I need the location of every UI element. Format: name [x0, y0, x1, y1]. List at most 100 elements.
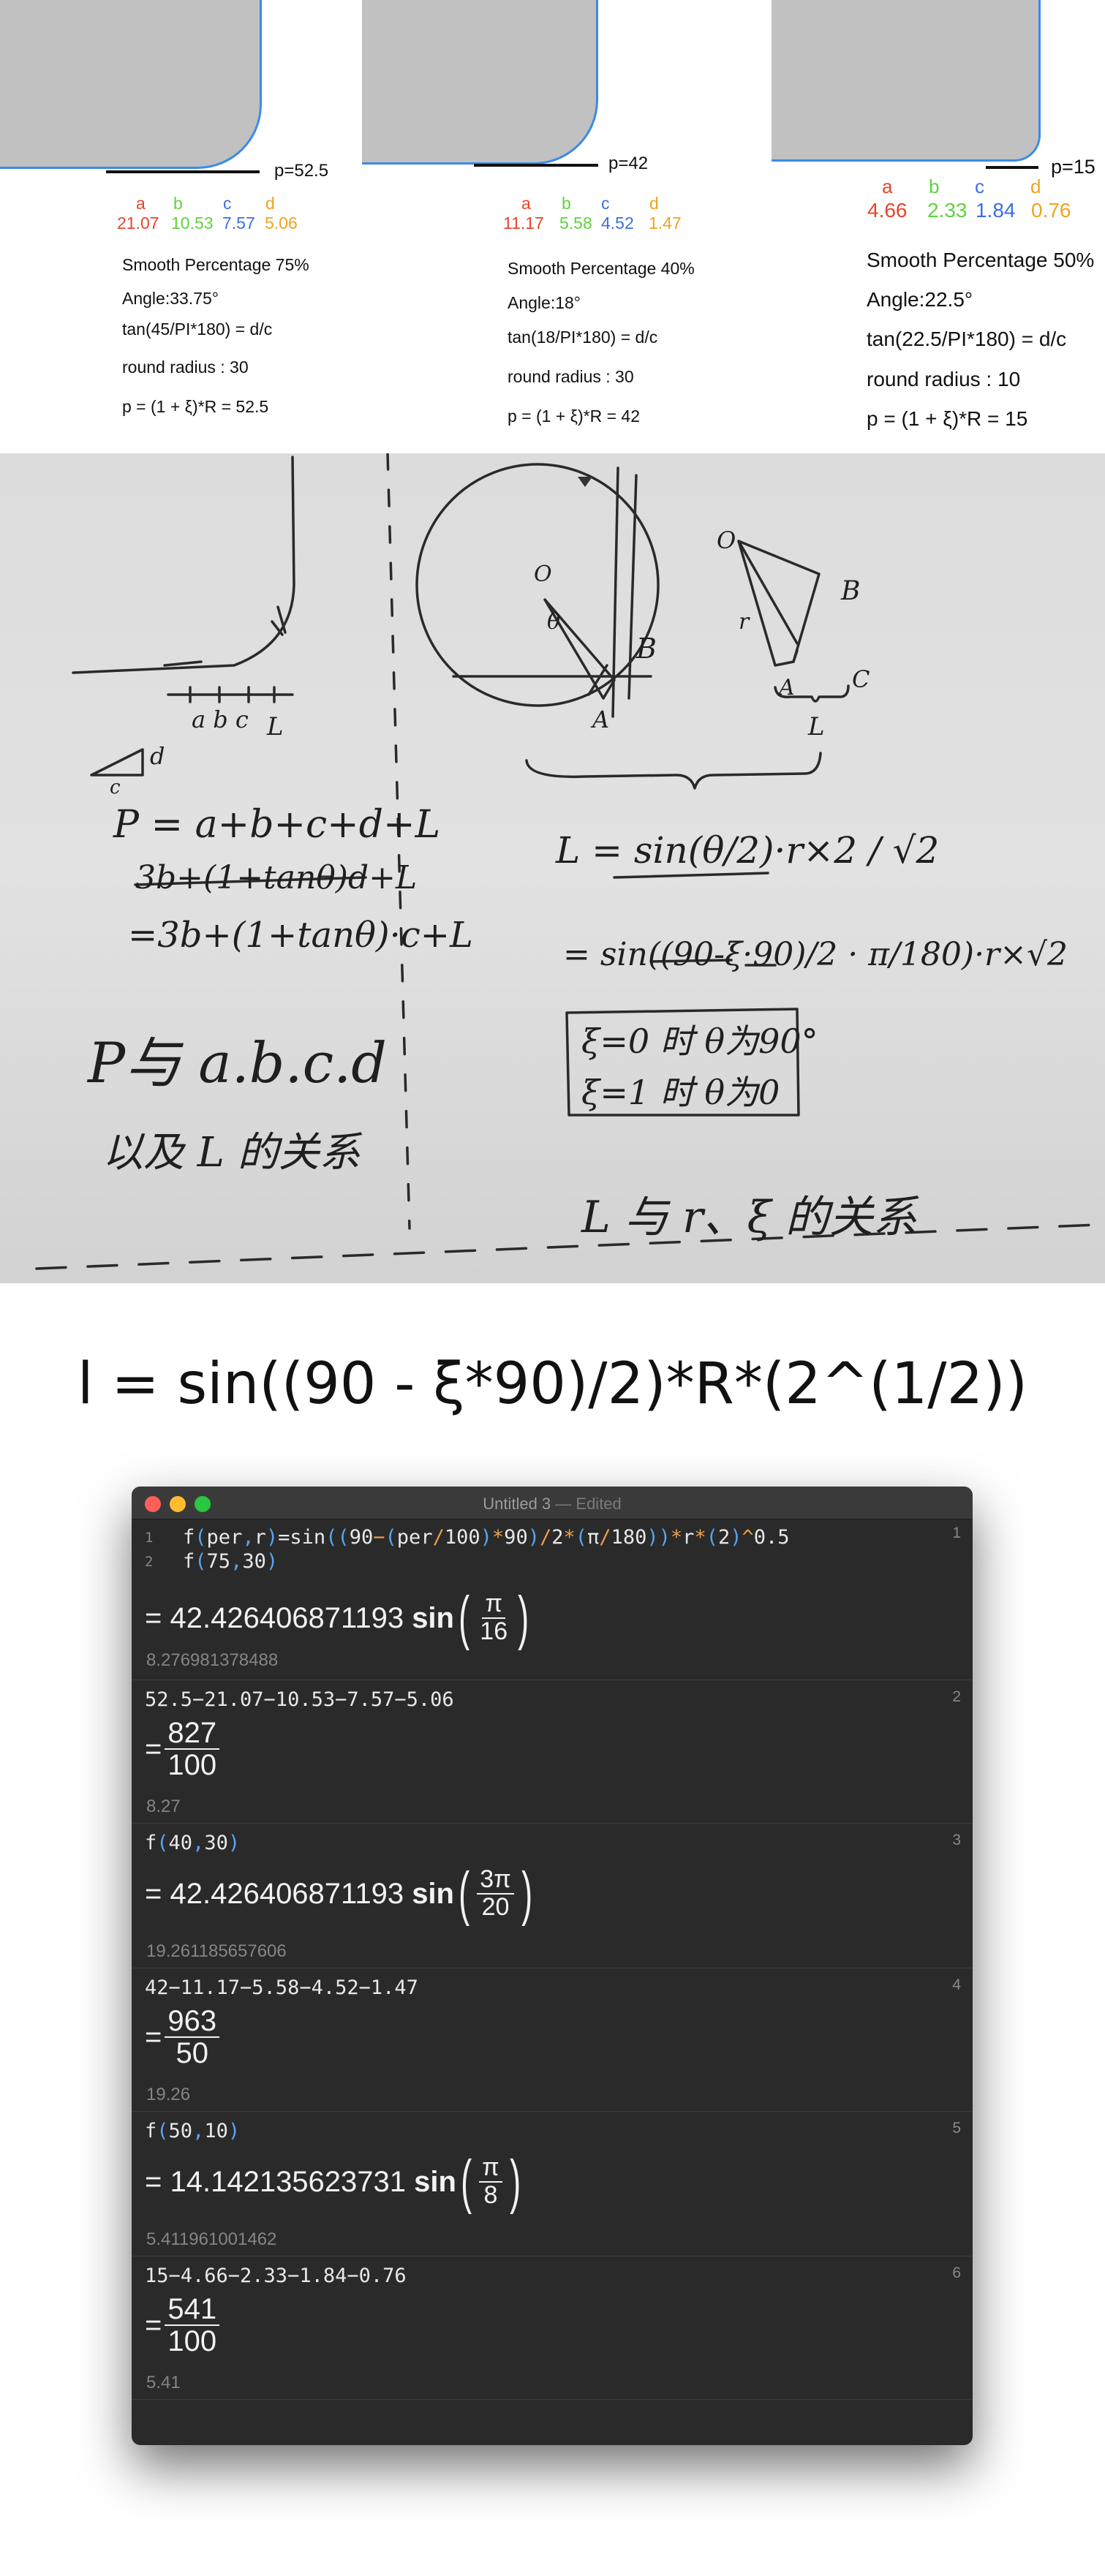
tan-2: tan(18/PI*180) = d/c — [508, 328, 658, 347]
photo-label-a2: A — [777, 675, 795, 700]
photo-label-c2: C — [852, 665, 870, 693]
p-label-3: p=15 — [1051, 156, 1095, 178]
expression[interactable]: f(40,30) — [145, 1832, 241, 1854]
value-b-2: 5.58 — [559, 214, 592, 233]
photo-eq-r2: = sin((90-ξ·90)/2 · π/180)·r×√2 — [563, 936, 1068, 973]
expression[interactable]: 42−11.17−5.58−4.52−1.47 — [145, 1976, 418, 1999]
p-line-3 — [986, 166, 1038, 169]
photo-label-d: d — [150, 742, 165, 770]
formula-heading: l = sin((90 - ξ*90)/2)*R*(2^(1/2)) — [77, 1351, 1028, 1417]
line-number-2: 2 — [145, 1554, 154, 1570]
window-title: Untitled 3 — Edited — [483, 1495, 622, 1513]
minimize-button[interactable] — [170, 1496, 186, 1512]
approx-value: 5.41 — [146, 2373, 181, 2392]
photo-eq2-struck: 3b+(1+tanθ)d+L — [135, 859, 417, 896]
approx-value: 8.276981378488 — [146, 1650, 279, 1670]
angle-2: Angle:18° — [508, 293, 581, 312]
approx-value: 19.261185657606 — [146, 1941, 287, 1961]
value-a-2: 11.17 — [503, 214, 544, 233]
handwritten-notes-photo: a b c L c d P = a+b+c+d+L 3b+(1+tanθ)d+L… — [0, 453, 1105, 1283]
value-d-1: 5.06 — [265, 214, 298, 233]
close-button[interactable] — [145, 1496, 161, 1512]
expression[interactable]: 52.5−21.07−10.53−7.57−5.06 — [145, 1688, 454, 1711]
block-number: 1 — [952, 1525, 961, 1541]
smooth-percentage-3: Smooth Percentage 50% — [867, 249, 1095, 271]
value-d-2: 1.47 — [649, 214, 682, 233]
photo-eq1: P = a+b+c+d+L — [113, 803, 440, 847]
letter-a-1: a — [136, 194, 146, 213]
title-bar[interactable]: Untitled 3 — Edited — [132, 1487, 973, 1519]
tan-1: tan(45/PI*180) = d/c — [122, 320, 273, 339]
letter-b-3: b — [929, 175, 940, 197]
letter-d-2: d — [649, 194, 659, 213]
value-a-3: 4.66 — [867, 199, 908, 222]
maximize-button[interactable] — [195, 1496, 211, 1512]
value-c-1: 7.57 — [222, 214, 255, 233]
round-radius-3: round radius : 10 — [867, 368, 1021, 390]
photo-caption-left-2: 以及 L 的关系 — [102, 1129, 363, 1176]
letter-b-1: b — [173, 194, 183, 213]
approx-value: 5.411961001462 — [146, 2229, 277, 2249]
round-radius-2: round radius : 30 — [508, 367, 634, 386]
letter-d-3: d — [1030, 175, 1041, 197]
photo-label-l: L — [266, 712, 284, 741]
expression-line-2[interactable]: f(75,30) — [183, 1550, 279, 1573]
letter-c-3: c — [975, 175, 984, 197]
approx-value: 19.26 — [146, 2085, 191, 2104]
photo-box-2: ξ=1 时 θ为0 — [581, 1073, 780, 1112]
angle-3: Angle:22.5° — [867, 288, 973, 311]
photo-label-r: r — [739, 609, 750, 635]
block-number: 5 — [952, 2120, 961, 2137]
smooth-percentage-1: Smooth Percentage 75% — [122, 255, 309, 274]
p-label-2: p=42 — [608, 154, 649, 173]
value-b-1: 10.53 — [171, 214, 214, 233]
block-number: 6 — [952, 2265, 961, 2281]
rounded-shape-1 — [0, 0, 262, 169]
p-formula-3: p = (1 + ξ)*R = 15 — [867, 407, 1028, 430]
value-d-3: 0.76 — [1031, 199, 1071, 222]
value-b-3: 2.33 — [927, 199, 968, 222]
photo-label-o: O — [534, 562, 552, 587]
p-label-1: p=52.5 — [274, 161, 329, 181]
photo-label-b: B — [636, 632, 657, 665]
photo-caption-right: L 与 r、ξ 的关系 — [581, 1192, 919, 1243]
photo-eq3: =3b+(1+tanθ)·c+L — [128, 915, 473, 956]
expression[interactable]: 15−4.66−2.33−1.84−0.76 — [145, 2265, 407, 2287]
p-line-2 — [474, 164, 598, 167]
letter-c-2: c — [601, 194, 610, 213]
p-line-1 — [106, 170, 260, 173]
tan-3: tan(22.5/PI*180) = d/c — [867, 328, 1067, 350]
smooth-percentage-2: Smooth Percentage 40% — [508, 259, 695, 278]
block-number: 4 — [952, 1976, 961, 1993]
expression-line-1[interactable]: f(per,r)=sin((90−(per/100)*90)/2*(π/180)… — [183, 1526, 790, 1549]
photo-label-theta: θ — [547, 609, 560, 635]
photo-label-o2: O — [717, 526, 736, 554]
letter-d-1: d — [265, 194, 275, 213]
p-formula-1: p = (1 + ξ)*R = 52.5 — [122, 397, 269, 416]
photo-eq-r1: L = sin(θ/2)·r×2 / √2 — [555, 829, 939, 872]
letter-b-2: b — [562, 194, 571, 213]
photo-label-b2: B — [840, 576, 860, 606]
value-c-2: 4.52 — [601, 214, 634, 233]
round-radius-1: round radius : 30 — [122, 358, 249, 377]
letter-a-3: a — [882, 175, 893, 197]
angle-1: Angle:33.75° — [122, 289, 219, 308]
photo-box-1: ξ=0 时 θ为90° — [581, 1021, 818, 1061]
photo-label-abc: a b c — [192, 706, 249, 733]
rounded-shape-2 — [362, 0, 598, 165]
photo-caption-left-1: P与 a.b.c.d — [86, 1030, 387, 1095]
expression[interactable]: f(50,10) — [145, 2120, 241, 2142]
calc-block-1[interactable]: 1 f(per,r)=sin((90−(per/100)*90)/2*(π/18… — [132, 1519, 973, 1680]
letter-c-1: c — [223, 194, 232, 213]
